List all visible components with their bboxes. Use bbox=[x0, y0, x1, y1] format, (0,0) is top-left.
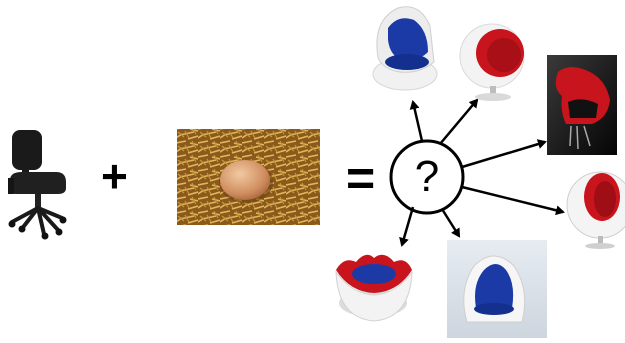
arrow-to-ball-chair-side bbox=[462, 187, 563, 212]
bowl-chair-image bbox=[336, 255, 412, 321]
open-egg-chair-image bbox=[373, 7, 437, 90]
arrow-to-red-egg-chair bbox=[462, 142, 545, 167]
office-chair-image bbox=[8, 130, 67, 240]
egg-chair-image bbox=[547, 55, 617, 155]
question-mark: ? bbox=[390, 140, 464, 214]
plus-sign: + bbox=[101, 153, 128, 199]
pod-chair-image bbox=[447, 240, 547, 338]
arrow-to-ball-chair bbox=[440, 100, 477, 144]
equals-sign: = bbox=[346, 153, 375, 203]
egg-in-straw-image bbox=[177, 129, 320, 225]
ball-chair-image bbox=[460, 24, 524, 101]
arrow-to-open-egg-chair bbox=[413, 102, 422, 141]
ball-chair-side-image bbox=[567, 172, 625, 249]
